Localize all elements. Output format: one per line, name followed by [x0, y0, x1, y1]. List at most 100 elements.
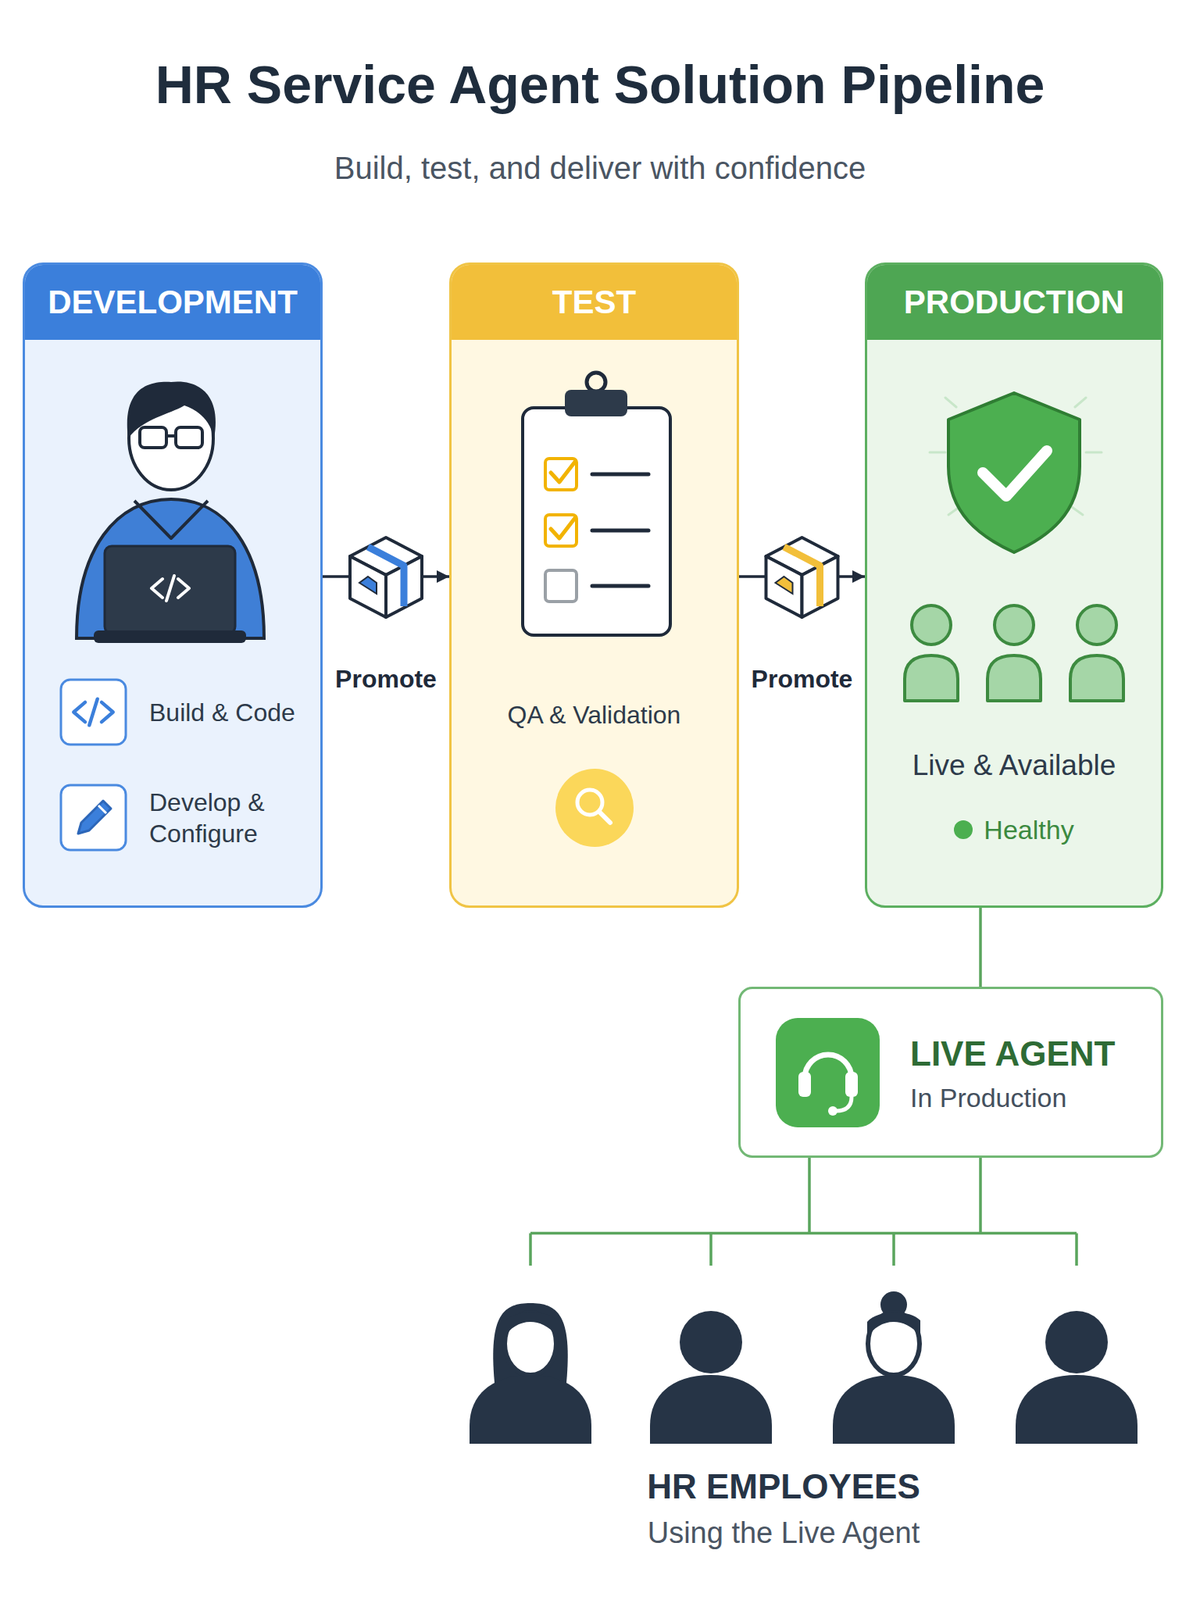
agent-box: LIVE AGENT In Production — [738, 986, 1164, 1158]
clipboard-clip — [564, 389, 628, 417]
glow-ray — [929, 451, 946, 454]
pencil-icon — [78, 800, 111, 834]
package-icon — [350, 537, 422, 618]
illustration — [867, 264, 1166, 911]
glasses — [175, 427, 203, 448]
stage-panel: PRODUCTION Live & AvailableHealthy — [864, 262, 1164, 908]
stage-panel: Build & CodeDevelop & Configure DEVELOPME… — [22, 262, 323, 908]
stage-panel: TEST QA & Validation — [449, 262, 740, 908]
list-line — [592, 472, 649, 477]
package-side — [350, 556, 386, 618]
box-text: Using the Live Agent — [647, 1515, 921, 1552]
headset-mic — [835, 1096, 852, 1111]
headset — [804, 1054, 852, 1079]
person-hair — [867, 1312, 921, 1338]
user-body — [987, 655, 1041, 701]
illustration — [451, 264, 742, 911]
step-label: Develop & Configure — [149, 786, 314, 850]
code-glyph — [73, 702, 86, 722]
code-glyph — [89, 699, 98, 726]
stage-header: DEVELOPMENT — [25, 264, 321, 340]
code-glyph — [101, 702, 114, 722]
glow-ray — [1071, 507, 1083, 515]
user-head — [911, 605, 951, 645]
stage-header: PRODUCTION — [867, 264, 1161, 340]
user-body — [904, 655, 958, 701]
package-icon — [766, 537, 839, 618]
connector — [530, 1157, 1077, 1266]
person-body — [1015, 1375, 1138, 1444]
box-title: LIVE AGENT — [910, 1033, 1115, 1075]
user-head — [994, 605, 1034, 645]
package-tape — [367, 546, 404, 607]
headset — [845, 1071, 858, 1097]
user-body — [1070, 655, 1124, 701]
agent-icon — [775, 1017, 880, 1128]
person-head — [867, 1312, 920, 1375]
checkbox — [545, 514, 577, 547]
box-text: In Production — [910, 1082, 1067, 1115]
package-mark — [775, 576, 793, 594]
hood-collar — [134, 500, 208, 539]
user-head — [1077, 605, 1117, 645]
package-tape — [784, 546, 821, 607]
glasses — [139, 427, 167, 448]
user-group: HR EMPLOYEES Using the Live Agent — [453, 1265, 1141, 1571]
glow-ray — [945, 397, 957, 408]
subtitle: Build, test, and deliver with confidence — [334, 149, 866, 187]
magnifier — [599, 811, 611, 823]
clipboard-clip — [586, 372, 606, 392]
shield — [948, 392, 1080, 553]
stage-title: DEVELOPMENT — [47, 283, 298, 322]
edge-label: Promote — [335, 664, 437, 694]
status-dot — [953, 820, 973, 840]
glow-ray — [1085, 451, 1102, 454]
stage-header: TEST — [451, 264, 737, 340]
person-head — [504, 1312, 557, 1375]
laptop-base — [93, 630, 247, 643]
box-text: QA & Validation — [507, 700, 682, 730]
glasses — [166, 434, 176, 438]
step-item: Build & Code — [59, 678, 296, 747]
step-icon — [59, 678, 128, 747]
illustration — [740, 989, 1166, 1161]
person-body — [650, 1375, 772, 1444]
edge-label: Promote — [751, 664, 854, 694]
package-side — [766, 556, 803, 618]
person-body — [832, 1375, 955, 1444]
laptop — [104, 546, 236, 634]
status-text: Healthy — [983, 814, 1074, 847]
code-glyph — [166, 575, 175, 601]
diagram-title: HR Service Agent Solution Pipeline — [155, 53, 1046, 118]
clipboard — [522, 407, 671, 636]
code-glyph — [178, 578, 190, 598]
icon-frame — [60, 679, 126, 745]
stage-title: PRODUCTION — [903, 283, 1125, 322]
package-mark — [359, 576, 377, 594]
code-glyph — [151, 578, 163, 598]
step-icon — [59, 783, 128, 852]
person-body — [469, 1375, 592, 1444]
magnifier-badge — [555, 768, 634, 847]
shield-check — [982, 450, 1047, 497]
headset-mic — [828, 1106, 838, 1116]
list-line — [592, 528, 649, 533]
person-hair — [492, 1303, 568, 1383]
person-head — [679, 1310, 743, 1374]
status-row: Healthy — [867, 814, 1161, 847]
glow-ray — [1075, 397, 1086, 408]
checkmark — [550, 461, 575, 483]
box-title: HR EMPLOYEES — [646, 1466, 921, 1508]
box-text: Live & Available — [912, 748, 1117, 783]
headset — [798, 1071, 811, 1097]
person-hair — [503, 1312, 558, 1338]
step-item: Develop & Configure — [59, 783, 314, 852]
pencil-icon — [98, 805, 107, 814]
checkmark — [550, 517, 575, 539]
checkbox — [545, 570, 577, 602]
list-line — [592, 584, 649, 589]
step-label: Build & Code — [149, 696, 296, 729]
connector — [978, 907, 983, 987]
checkbox — [545, 458, 577, 490]
